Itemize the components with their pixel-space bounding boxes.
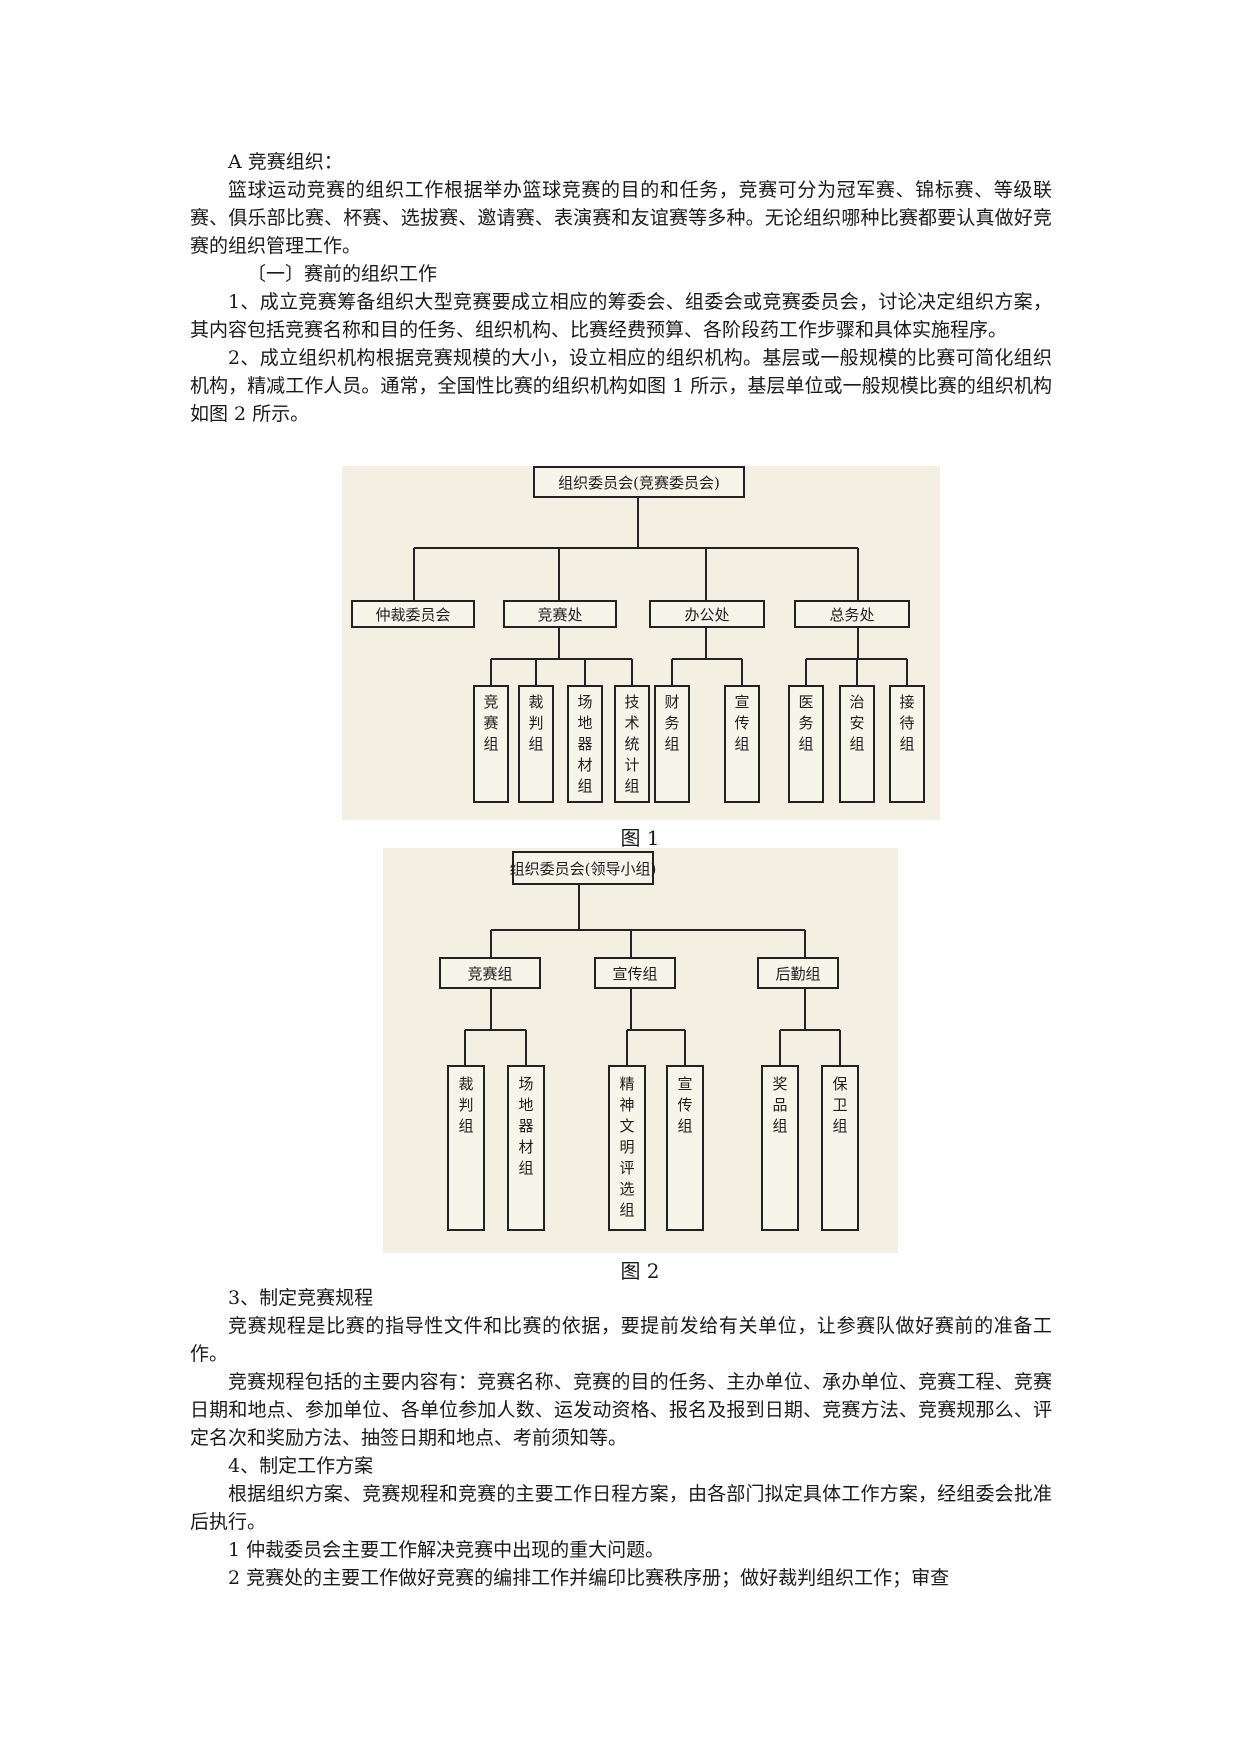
svg-text:组织委员会(领导小组): 组织委员会(领导小组) [510,860,657,878]
figure-2-org-chart: 组织委员会(领导小组) 竞赛组 宣传组 后勤组 裁判组 场地器 [383,848,898,1253]
paragraph: 1 仲裁委员会主要工作解决竞赛中出现的重大问题。 [228,1539,665,1561]
paragraph: 2、成立组织机构根据竞赛规模的大小，设立相应的组织机构。基层或一般规模的比赛可简… [190,347,1052,425]
text-bottom: 3、制定竞赛规程 竞赛规程是比赛的指导性文件和比赛的依据，要提前发给有关单位，让… [190,1284,1052,1592]
org-node-arbitration: 仲裁委员会 [351,600,475,628]
org2-leaf-publicity-group: 宣传组 [666,1065,704,1231]
section-heading: A 竞赛组织： [228,151,343,173]
paragraph: 篮球运动竞赛的组织工作根据举办篮球竞赛的目的和任务，竞赛可分为冠军赛、锦标赛、等… [190,179,1052,257]
org2-leaf-venue-equipment-group: 场地器材组 [507,1065,545,1231]
svg-text:医务组: 医务组 [798,693,813,753]
figure-1-org-chart: 组织委员会(竞赛委员会) 仲裁委员会 竞赛处 办公处 总务处 [342,466,940,820]
org-leaf-reception-group: 接待组 [889,685,925,803]
org-node-competition-dept: 竞赛处 [503,600,617,628]
svg-text:奖品组: 奖品组 [772,1075,787,1135]
org-node-general-affairs: 总务处 [794,600,910,628]
svg-text:场地器材组: 场地器材组 [577,693,592,795]
org-leaf-security-group: 治安组 [839,685,875,803]
svg-text:竞赛组: 竞赛组 [467,965,512,983]
org-leaf-referee-group: 裁判组 [518,685,554,803]
org-leaf-medical-group: 医务组 [788,685,824,803]
org-leaf-stats-group: 技术统计组 [614,685,650,803]
svg-text:治安组: 治安组 [849,693,864,753]
svg-text:裁判组: 裁判组 [458,1075,473,1135]
org-node-office-dept: 办公处 [649,600,765,628]
svg-text:宣传组: 宣传组 [612,965,657,983]
section-heading: 3、制定竞赛规程 [228,1287,374,1309]
svg-text:接待组: 接待组 [899,693,914,753]
text-top: A 竞赛组织： 篮球运动竞赛的组织工作根据举办篮球竞赛的目的和任务，竞赛可分为冠… [190,148,1052,428]
figure-2-caption: 图 2 [620,1259,660,1283]
svg-text:财务组: 财务组 [664,693,679,753]
org-leaf-competition-group: 竞赛组 [473,685,509,803]
svg-text:后勤组: 后勤组 [775,965,820,983]
svg-text:竞赛处: 竞赛处 [537,606,582,624]
paragraph: 竞赛规程是比赛的指导性文件和比赛的依据，要提前发给有关单位，让参赛队做好赛前的准… [190,1315,1052,1365]
svg-text:办公处: 办公处 [684,606,729,624]
org-leaf-publicity-group: 宣传组 [724,685,760,803]
org-root-box: 组织委员会(竞赛委员会) [533,466,745,498]
paragraph: 2 竞赛处的主要工作做好竞赛的编排工作并编印比赛秩序册；做好裁判组织工作；审查 [228,1567,950,1589]
org2-root-box: 组织委员会(领导小组) [510,851,657,885]
org2-node-competition-group: 竞赛组 [439,957,541,989]
svg-text:仲裁委员会: 仲裁委员会 [375,606,450,624]
org2-node-publicity-group: 宣传组 [594,957,676,989]
org-leaf-venue-equipment-group: 场地器材组 [567,685,603,803]
svg-text:总务处: 总务处 [829,606,874,624]
org2-node-logistics-group: 后勤组 [757,957,839,989]
org-leaf-finance-group: 财务组 [654,685,690,803]
org2-leaf-guard-group: 保卫组 [821,1065,859,1231]
svg-text:宣传组: 宣传组 [677,1075,692,1135]
svg-text:裁判组: 裁判组 [528,693,543,753]
figure-1-caption: 图 1 [620,826,660,850]
paragraph: 根据组织方案、竞赛规程和竞赛的主要工作日程方案，由各部门拟定具体工作方案，经组委… [190,1483,1052,1533]
section-heading: 4、制定工作方案 [228,1455,374,1477]
svg-text:保卫组: 保卫组 [832,1075,847,1135]
svg-text:场地器材组: 场地器材组 [518,1075,533,1177]
svg-text:宣传组: 宣传组 [734,693,749,753]
org2-leaf-civility-selection-group: 精神文明评选组 [608,1065,646,1231]
subsection-heading: 〔一〕赛前的组织工作 [247,263,438,285]
svg-text:精神文明评选组: 精神文明评选组 [619,1075,634,1219]
svg-text:技术统计组: 技术统计组 [624,693,639,795]
org2-leaf-referee-group: 裁判组 [447,1065,485,1231]
svg-text:组织委员会(竞赛委员会): 组织委员会(竞赛委员会) [558,474,720,492]
paragraph: 1、成立竞赛筹备组织大型竞赛要成立相应的筹委会、组委会或竞赛委员会，讨论决定组织… [190,291,1052,341]
svg-text:竞赛组: 竞赛组 [483,693,498,753]
paragraph: 竞赛规程包括的主要内容有：竞赛名称、竞赛的目的任务、主办单位、承办单位、竞赛工程… [190,1371,1052,1449]
org2-leaf-prize-group: 奖品组 [761,1065,799,1231]
